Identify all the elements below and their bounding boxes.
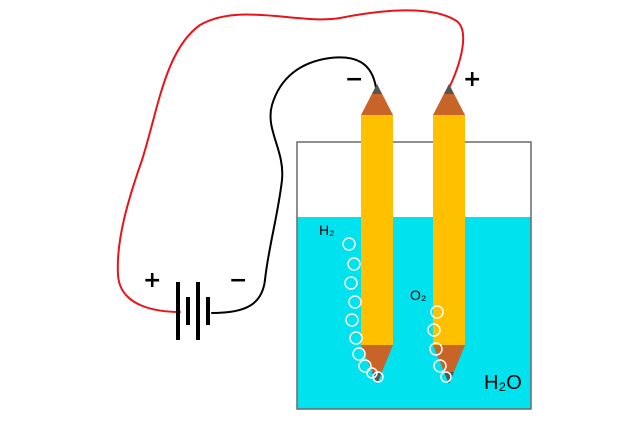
anode-plus-label: +	[463, 67, 481, 92]
bubble	[427, 323, 441, 337]
pencil-bottom-tip	[433, 345, 465, 384]
bubble	[352, 347, 366, 361]
water-label: H₂O	[484, 372, 522, 394]
battery-plate	[196, 282, 200, 340]
cathode-minus-label: −	[345, 67, 363, 92]
battery	[176, 282, 210, 340]
cathode-pencil	[361, 84, 393, 384]
bubble	[429, 342, 443, 356]
hydrogen-bubbles	[342, 237, 384, 383]
anode-pencil	[433, 84, 465, 384]
battery-plate	[206, 297, 210, 325]
pencil-body	[361, 115, 393, 345]
oxygen-bubbles	[427, 305, 452, 383]
bubble	[349, 331, 363, 345]
pencil-top-graphite	[372, 84, 382, 94]
bubble	[344, 276, 358, 290]
pencil-body	[433, 115, 465, 345]
bubble	[348, 295, 362, 309]
bubble	[430, 305, 444, 319]
bubble	[366, 367, 378, 379]
battery-minus-label: −	[229, 268, 247, 293]
pencil-top-tip	[433, 84, 465, 115]
battery-plate	[176, 282, 180, 340]
oxygen-label: O₂	[410, 287, 426, 303]
pencil-bottom-graphite	[372, 372, 382, 384]
pencil-top-graphite	[444, 84, 454, 94]
bubble	[345, 313, 359, 327]
battery-plate	[186, 297, 190, 325]
pencil-bottom-graphite	[444, 372, 454, 384]
water	[297, 217, 531, 409]
bubble	[433, 359, 447, 373]
beaker	[296, 141, 532, 410]
pencil-bottom-tip	[361, 345, 393, 384]
bubble	[347, 257, 361, 271]
positive-wire	[116, 9, 465, 313]
bubble	[440, 371, 452, 383]
bubble	[372, 371, 384, 383]
beaker-air	[297, 142, 531, 217]
bubble	[358, 359, 372, 373]
pencil-top-tip	[361, 84, 393, 115]
bubble	[342, 237, 356, 251]
hydrogen-label: H₂	[319, 222, 335, 238]
battery-plus-label: +	[143, 268, 161, 293]
negative-wire	[211, 56, 377, 314]
